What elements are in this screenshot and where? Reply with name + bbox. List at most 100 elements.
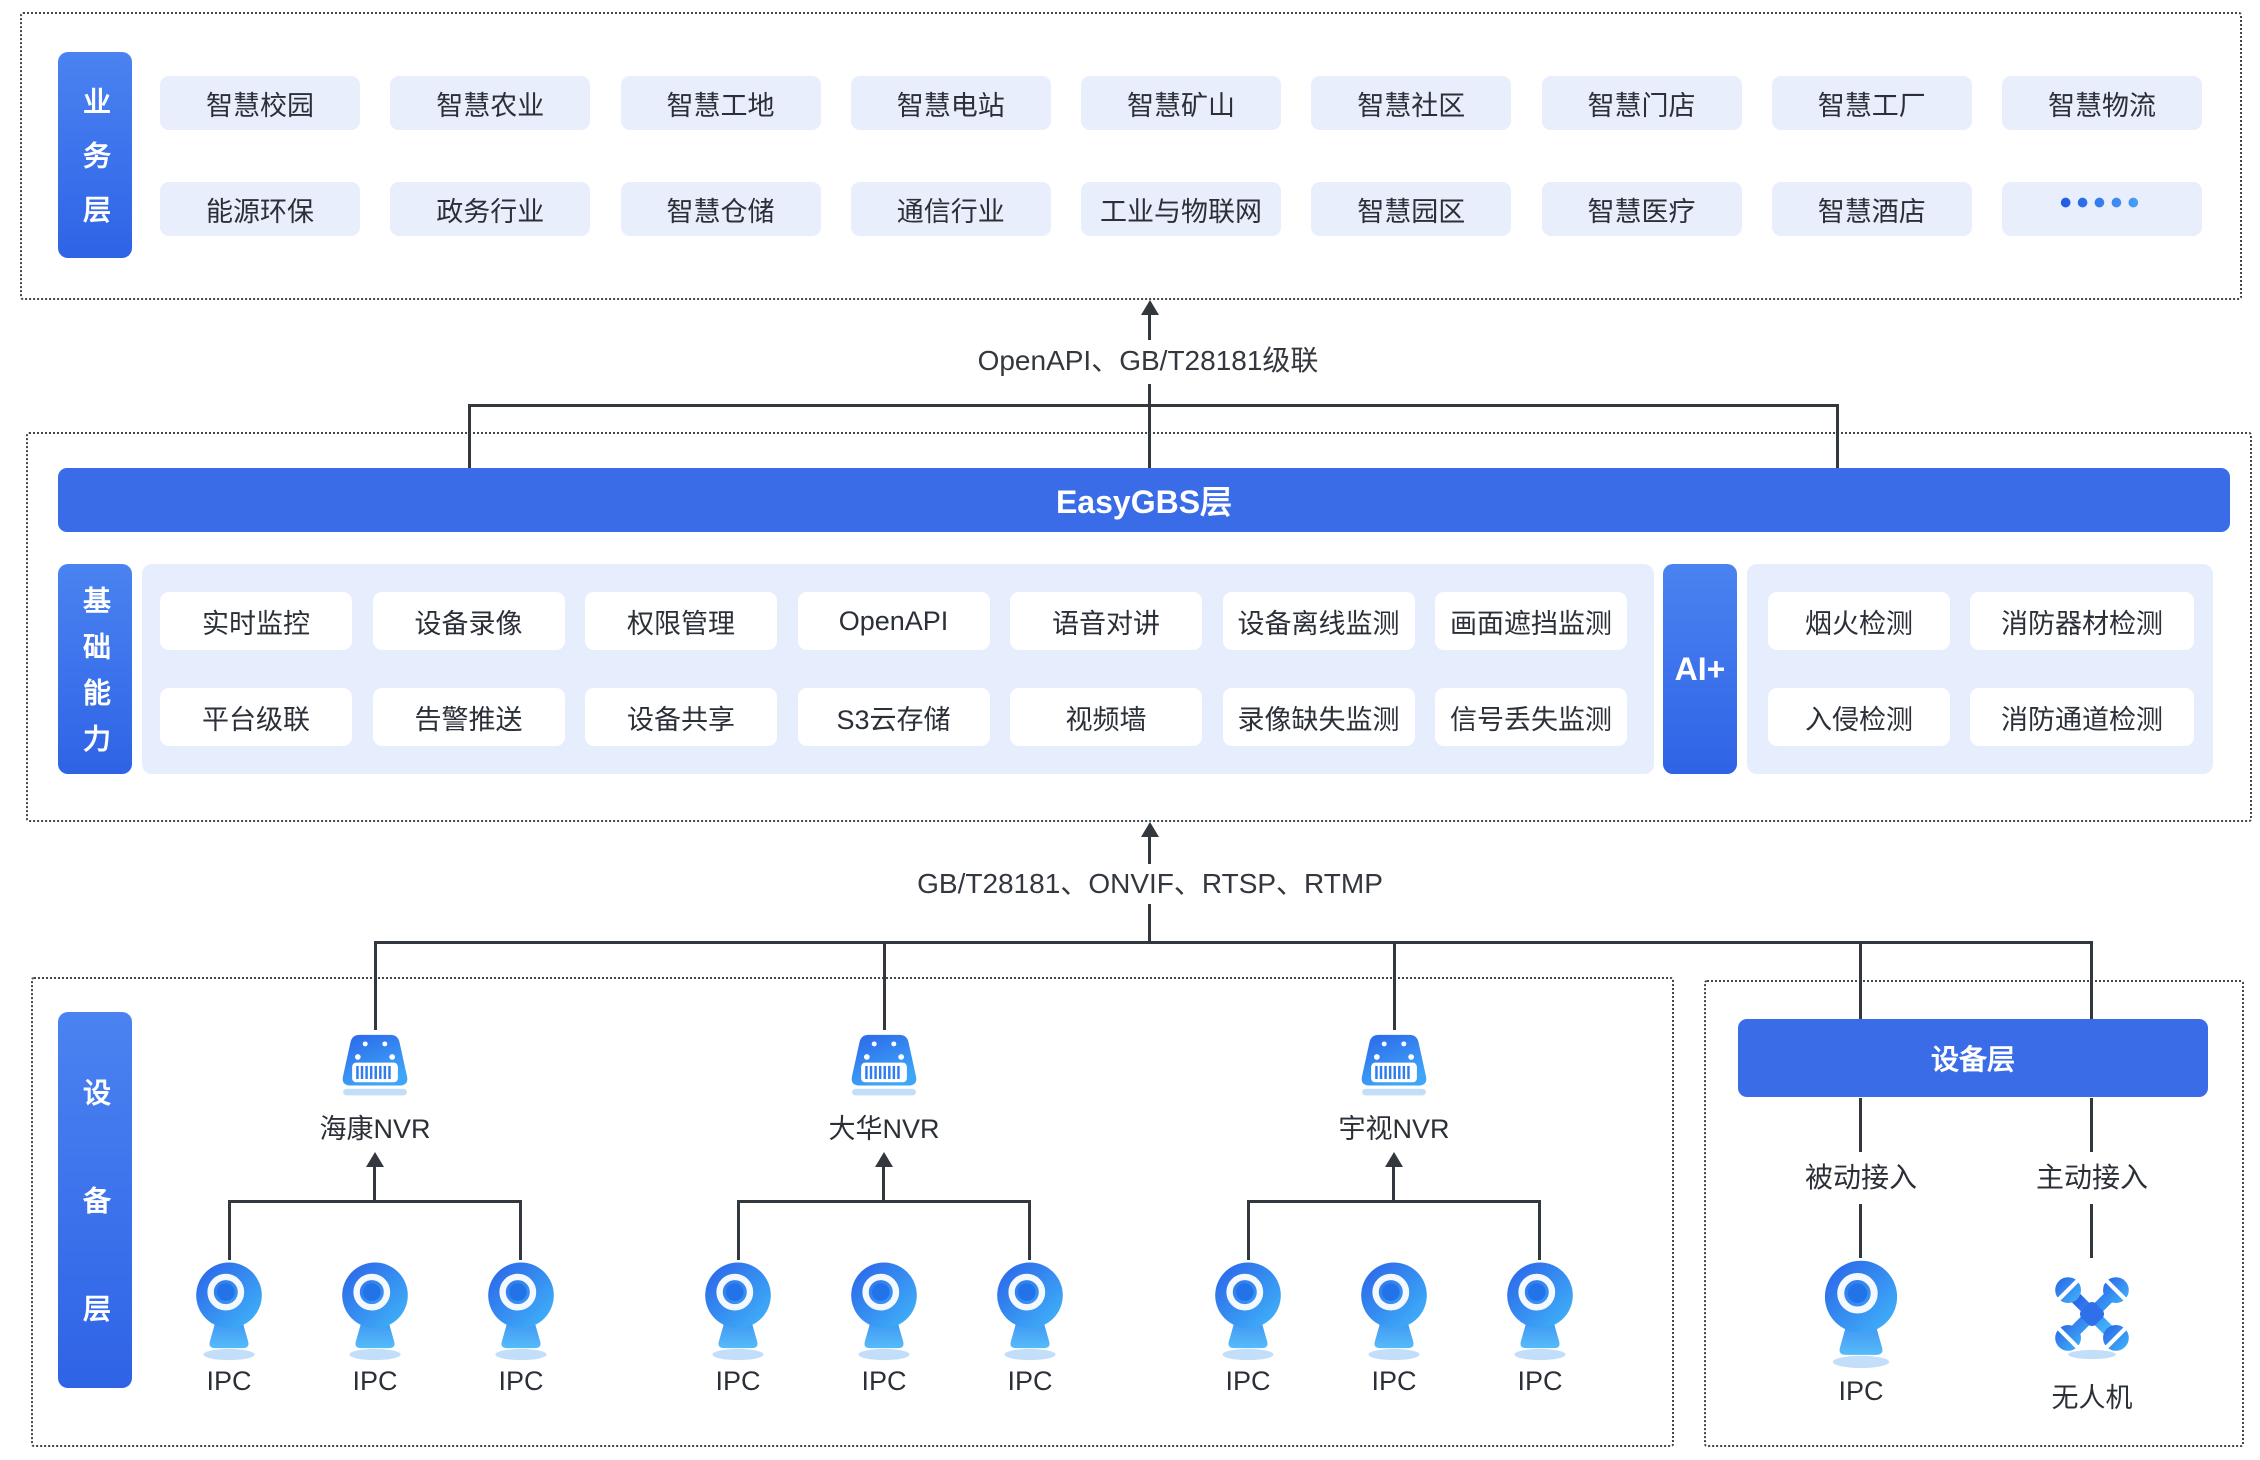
connector-line bbox=[1148, 314, 1151, 340]
business-chip: 能源环保 bbox=[160, 182, 360, 236]
business-chip: 智慧园区 bbox=[1311, 182, 1512, 236]
connector-line bbox=[373, 1167, 376, 1200]
capability-row-2: 平台级联 告警推送 设备共享 S3云存储 视频墙 录像缺失监测 信号丢失监测 bbox=[160, 688, 1627, 746]
drone-icon bbox=[2046, 1268, 2138, 1360]
connector-line bbox=[737, 1200, 1031, 1203]
nvr-recorder-icon bbox=[839, 1030, 929, 1097]
nvr-name: 大华NVR bbox=[828, 1114, 940, 1144]
business-layer-box bbox=[20, 12, 2242, 300]
connector-line bbox=[1538, 1200, 1541, 1260]
connector-line bbox=[1859, 941, 1862, 1019]
arrow-up-icon bbox=[875, 1152, 893, 1167]
connector-line bbox=[375, 941, 2093, 944]
connector-line bbox=[737, 1200, 740, 1260]
device-layer-banner-text: 设备层 bbox=[1930, 1044, 2015, 1075]
business-chip: 智慧仓储 bbox=[620, 182, 821, 236]
device-layer-banner: 设备层 bbox=[1738, 1019, 2208, 1097]
nvr-recorder-icon bbox=[330, 1030, 420, 1097]
connector-line bbox=[2090, 1098, 2093, 1152]
connector-line bbox=[883, 941, 886, 1030]
ipc-camera-icon bbox=[335, 1260, 415, 1361]
nvr-recorder-icon bbox=[1349, 1030, 1439, 1097]
ipc-camera-icon bbox=[1208, 1260, 1288, 1361]
arrow-up-icon bbox=[1385, 1152, 1403, 1167]
connector-line bbox=[1028, 1200, 1031, 1260]
ai-chip: 烟火检测 bbox=[1768, 592, 1950, 650]
passive-access-label: 被动接入 bbox=[1804, 1162, 1917, 1193]
capability-chip: 画面遮挡监测 bbox=[1435, 592, 1627, 650]
device-layer-box bbox=[31, 977, 1674, 1447]
capability-chip: 平台级联 bbox=[160, 688, 352, 746]
ipc-label: IPC bbox=[1517, 1366, 1563, 1396]
connector-line bbox=[1859, 1098, 1862, 1152]
capability-chip: 告警推送 bbox=[372, 688, 565, 746]
connector-line bbox=[1247, 1200, 1250, 1260]
easygbs-banner: EasyGBS层 bbox=[58, 468, 2230, 532]
capability-chip: 设备离线监测 bbox=[1222, 592, 1415, 650]
business-row-1: 智慧校园 智慧农业 智慧工地 智慧电站 智慧矿山 智慧社区 智慧门店 智慧工厂 … bbox=[160, 76, 2202, 130]
ipc-label: IPC bbox=[352, 1366, 398, 1396]
capability-chip: OpenAPI bbox=[797, 592, 990, 650]
capability-chip: 视频墙 bbox=[1010, 688, 1202, 746]
ai-chip: 消防器材检测 bbox=[1970, 592, 2194, 650]
ipc-camera-icon bbox=[1500, 1260, 1580, 1361]
arrow-up-icon bbox=[1141, 300, 1159, 315]
capability-chip: 权限管理 bbox=[585, 592, 777, 650]
ipc-camera-icon bbox=[481, 1260, 561, 1361]
connector-line bbox=[1836, 404, 1839, 468]
ipc-label: IPC bbox=[715, 1366, 761, 1396]
business-row-2: 能源环保 政务行业 智慧仓储 通信行业 工业与物联网 智慧园区 智慧医疗 智慧酒… bbox=[160, 182, 2202, 236]
ai-side-label-text: AI+ bbox=[1674, 650, 1726, 687]
platform-layer-box bbox=[26, 432, 2252, 822]
connector-line bbox=[882, 1167, 885, 1200]
business-chip: 智慧校园 bbox=[160, 76, 360, 130]
ipc-label: IPC bbox=[1225, 1366, 1271, 1396]
business-chip: 智慧电站 bbox=[850, 76, 1051, 130]
capability-chip: 设备录像 bbox=[372, 592, 565, 650]
business-chip: 工业与物联网 bbox=[1081, 182, 1281, 236]
ipc-label: IPC bbox=[206, 1366, 252, 1396]
business-chip: 智慧门店 bbox=[1541, 76, 1742, 130]
connector-line bbox=[1393, 941, 1396, 1030]
bottom-connector-label: GB/T28181、ONVIF、RTSP、RTMP bbox=[917, 868, 1383, 899]
capability-chip: 信号丢失监测 bbox=[1435, 688, 1627, 746]
business-chip: 智慧工厂 bbox=[1771, 76, 1972, 130]
active-access-label: 主动接入 bbox=[2035, 1162, 2148, 1193]
ipc-label: IPC bbox=[1007, 1366, 1053, 1396]
capability-side-label: 基础能力 bbox=[58, 564, 132, 774]
ai-chip: 入侵检测 bbox=[1768, 688, 1950, 746]
business-chip: 通信行业 bbox=[850, 182, 1051, 236]
nvr-name: 海康NVR bbox=[319, 1114, 431, 1144]
connector-line bbox=[1247, 1200, 1541, 1203]
ai-chip: 消防通道检测 bbox=[1970, 688, 2194, 746]
ipc-label: IPC bbox=[1838, 1376, 1884, 1406]
ipc-camera-icon bbox=[1354, 1260, 1434, 1361]
business-layer-side-label-text: 业务层 bbox=[80, 87, 111, 249]
ellipsis-dots-icon: ••••• bbox=[2059, 183, 2145, 222]
connector-line bbox=[228, 1200, 522, 1203]
connector-line bbox=[468, 404, 1839, 407]
device-access-box bbox=[1704, 980, 2244, 1447]
capability-chip: 语音对讲 bbox=[1010, 592, 1202, 650]
connector-line bbox=[1859, 1204, 1862, 1258]
capability-chip: 实时监控 bbox=[160, 592, 352, 650]
connector-line bbox=[1148, 836, 1151, 864]
capability-side-label-text: 基础能力 bbox=[80, 586, 111, 770]
drone-label: 无人机 bbox=[2051, 1383, 2133, 1413]
ipc-camera-icon bbox=[844, 1260, 924, 1361]
ipc-camera-icon bbox=[698, 1260, 778, 1361]
capability-chip: 设备共享 bbox=[585, 688, 777, 746]
business-chip: 智慧医疗 bbox=[1541, 182, 1742, 236]
arrow-up-icon bbox=[1141, 822, 1159, 837]
business-chip: 智慧工地 bbox=[620, 76, 821, 130]
business-chip: 智慧农业 bbox=[390, 76, 591, 130]
device-layer-side-label: 设备层 bbox=[58, 1012, 132, 1402]
arrow-up-icon bbox=[366, 1152, 384, 1167]
capability-chip: S3云存储 bbox=[797, 688, 990, 746]
ipc-label: IPC bbox=[861, 1366, 907, 1396]
ipc-camera-icon bbox=[990, 1260, 1070, 1361]
ipc-camera-icon bbox=[1817, 1258, 1905, 1369]
connector-line bbox=[1148, 904, 1151, 941]
easygbs-banner-text: EasyGBS层 bbox=[1055, 484, 1233, 520]
